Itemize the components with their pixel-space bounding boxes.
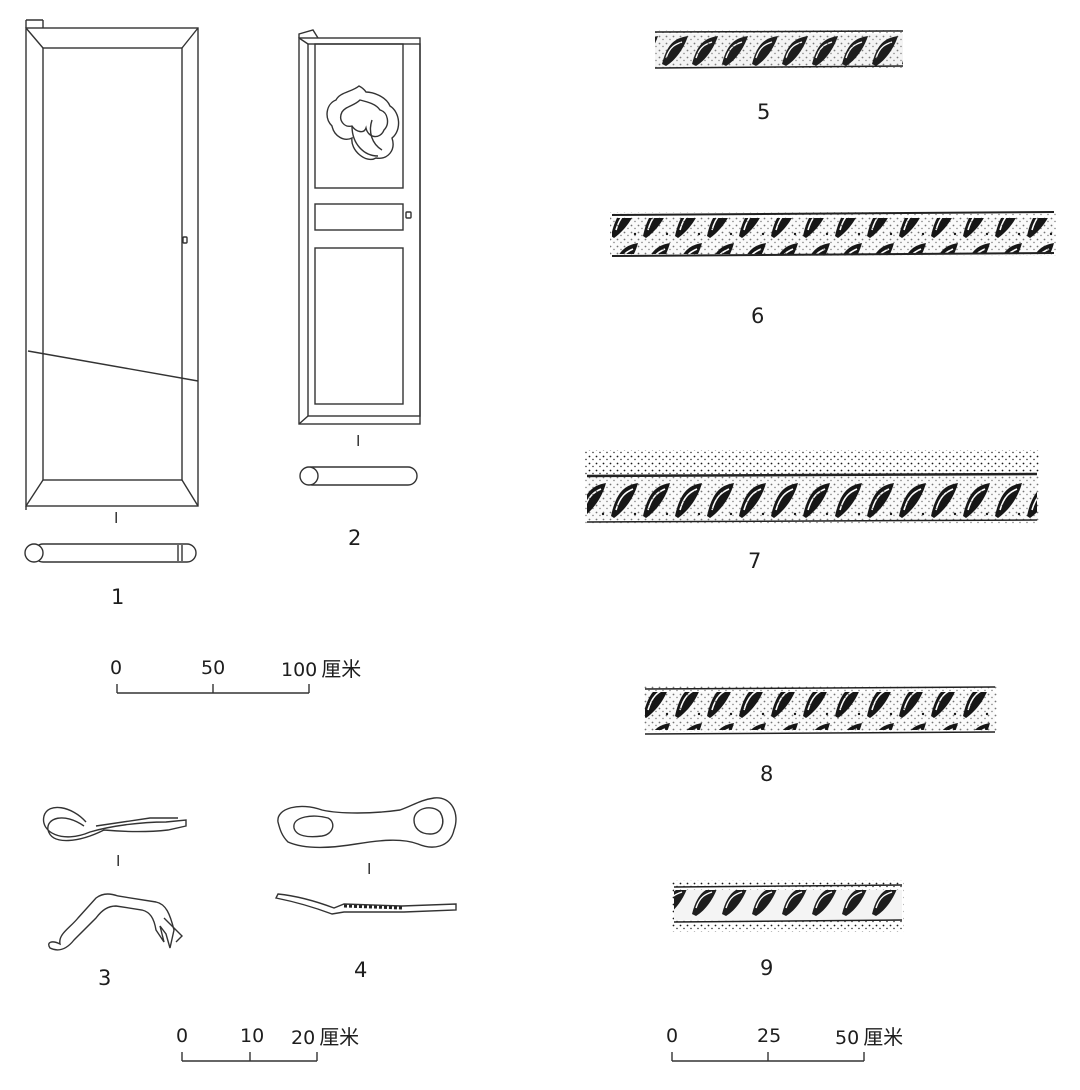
figure-label-1: 1 <box>111 585 125 609</box>
figure-label-7: 7 <box>748 549 762 573</box>
section-mark-4: I <box>367 860 372 878</box>
figure-label-3: 3 <box>98 966 112 990</box>
scale-bar-1-unit: 厘米 <box>321 657 362 681</box>
iron-hinge-3-drawing <box>42 806 187 951</box>
section-mark-3: I <box>116 852 121 870</box>
scale-bar-2-tick-0: 0 <box>176 1025 189 1047</box>
figure-label-9: 9 <box>760 956 774 980</box>
figure-label-5: 5 <box>757 100 771 124</box>
scale-bar-2-tick-1: 10 <box>240 1025 265 1047</box>
section-mark-1: I <box>114 509 119 527</box>
rubbing-strip-6 <box>610 211 1056 257</box>
scale-bar-3-line <box>671 1052 865 1062</box>
rubbing-strip-9 <box>672 880 904 932</box>
figure-label-6: 6 <box>751 304 765 328</box>
rubbing-strip-8 <box>643 686 997 735</box>
iron-strap-4-drawing <box>274 797 457 915</box>
figure-label-8: 8 <box>760 762 774 786</box>
figure-label-4: 4 <box>354 958 368 982</box>
rubbing-strip-7 <box>585 450 1039 524</box>
scale-bar-1-tick-1: 50 <box>201 657 226 679</box>
scale-bar-1-tick-0: 0 <box>110 657 123 679</box>
scale-bar-3-tick-1: 25 <box>757 1025 782 1047</box>
scale-bar-3-tick-0: 0 <box>666 1025 679 1047</box>
figure-label-2: 2 <box>348 526 362 550</box>
door-leaf-2-section <box>299 466 418 486</box>
scale-bar-3-unit: 厘米 <box>863 1025 904 1049</box>
rubbing-strip-5 <box>654 30 904 69</box>
door-leaf-1-drawing <box>25 19 199 510</box>
scale-bar-2-unit: 厘米 <box>319 1025 360 1049</box>
section-mark-2: I <box>356 432 361 450</box>
door-leaf-1-section <box>24 543 197 563</box>
door-leaf-2-drawing <box>298 29 421 425</box>
scale-bar-1-line <box>116 684 310 694</box>
scale-bar-2-line <box>181 1052 318 1062</box>
